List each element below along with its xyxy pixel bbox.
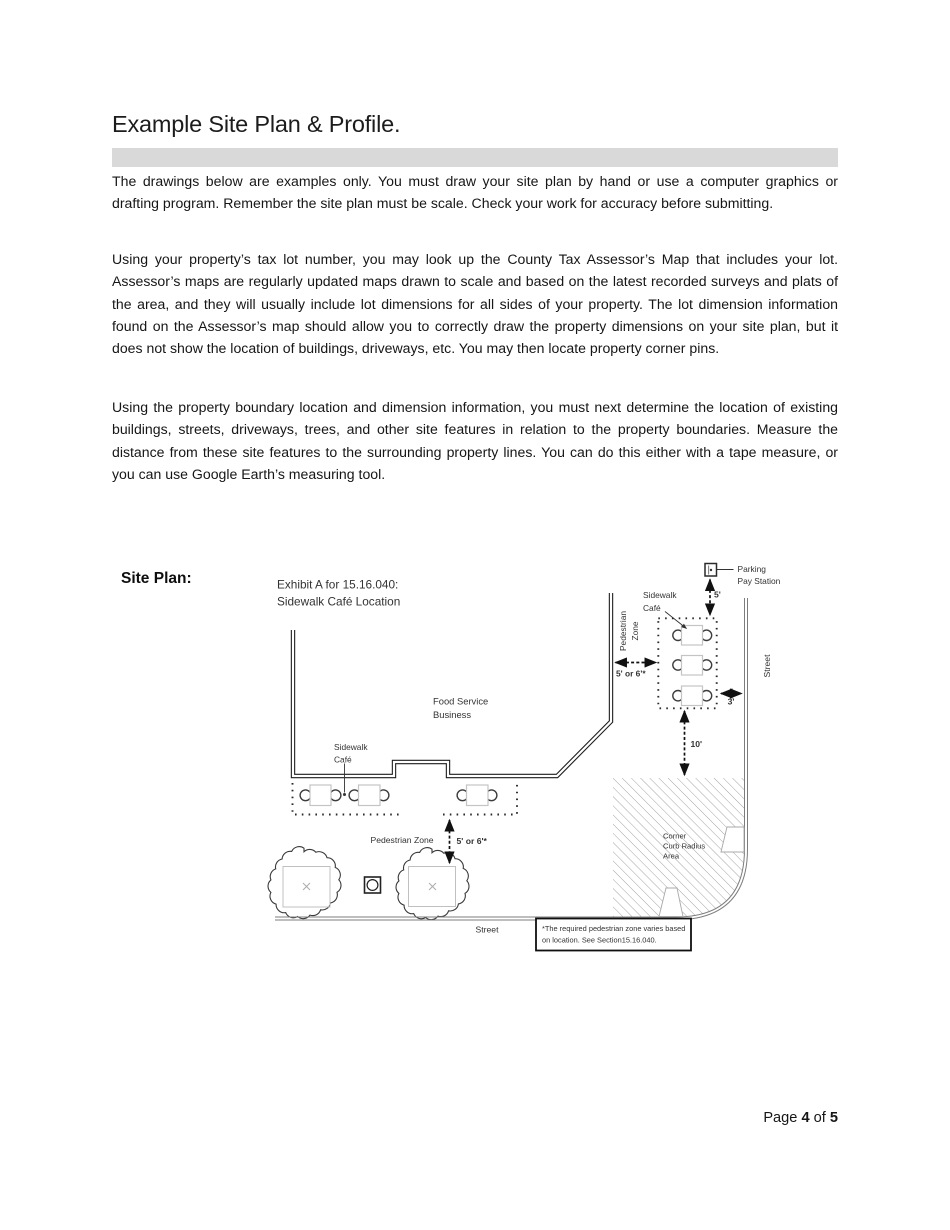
site-plan-heading: Site Plan: [121, 570, 192, 587]
sidewalk-cafe-label-line1: Sidewalk [643, 590, 677, 600]
dim-5or6-upper-label: 5' or 6'* [616, 669, 646, 679]
street-planter [363, 876, 382, 894]
paragraph-1: The drawings below are examples only. Yo… [112, 173, 838, 212]
tree-center-mark [302, 882, 437, 891]
curb-ramp [658, 826, 745, 917]
note-text-line2: on location. See Section15.16.040. [542, 936, 657, 945]
parking-label-line2: Pay Station [738, 576, 781, 586]
footer-separator: of [809, 1110, 830, 1126]
page-title: Example Site Plan & Profile. [112, 111, 401, 137]
cafe-table [680, 624, 704, 707]
cafe-table-group-bottom [299, 784, 498, 807]
pedestrian-zone-lower-label: Pedestrian Zone [370, 835, 433, 845]
food-service-label-line1: Food Service [433, 696, 488, 707]
food-service-label-line2: Business [433, 709, 471, 720]
street-tree [395, 847, 470, 921]
site-plan-diagram: Exhibit A for 15.16.040: Sidewalk Café L… [267, 562, 781, 952]
leader-end-dot [343, 793, 346, 796]
parking-pay-station-icon [704, 562, 734, 577]
tree-planter-square [282, 866, 456, 908]
chair [672, 629, 713, 702]
pedestrian-zone-vertical-line1: Pedestrian [618, 611, 628, 651]
corner-curb-radius-area [613, 778, 744, 918]
footer-page-number: 4 [801, 1110, 810, 1126]
building-outline [290, 593, 614, 779]
dim-5ft-label: 5' [714, 590, 721, 600]
pedestrian-zone-vertical-line2: Zone [630, 621, 640, 640]
cafe-boundary-dotted [291, 617, 718, 816]
note-text-line1: *The required pedestrian zone varies bas… [542, 924, 685, 933]
dim-10ft-label: 10' [691, 739, 703, 749]
parking-label-line1: Parking [738, 564, 767, 574]
page-footer: Page 4 of 5 [112, 1110, 838, 1126]
corner-curb-label-line1: Corner [663, 832, 687, 841]
street-label-bottom: Street [476, 925, 500, 935]
street-label-right: Street [762, 654, 772, 678]
sidewalk-cafe-lower-label-line1: Sidewalk [334, 742, 368, 752]
paragraph-3: Using the property boundary location and… [112, 399, 838, 482]
dimension-arrow [444, 578, 743, 865]
paragraph-2: Using your property’s tax lot number, yo… [112, 251, 838, 357]
sidewalk-cafe-lower-label-line2: Café [334, 755, 352, 765]
footer-prefix: Page [763, 1110, 802, 1126]
note-box [535, 917, 692, 952]
exhibit-title-line1: Exhibit A for 15.16.040: [277, 578, 398, 592]
corner-curb-label-line3: Area [663, 852, 680, 861]
leader-line [344, 611, 687, 793]
footer-total-pages: 5 [829, 1110, 838, 1126]
dim-3ft-label: 3' [728, 697, 735, 707]
street-tree [267, 846, 342, 920]
dim-5or6-lower-label: 5' or 6'* [457, 836, 488, 846]
cafe-table [309, 784, 489, 807]
exhibit-title-line2: Sidewalk Café Location [277, 595, 400, 609]
corner-curb-label-line2: Curb Radius [663, 842, 705, 851]
cafe-table-group-right [672, 624, 713, 707]
title-divider-bar [112, 148, 838, 167]
sidewalk-cafe-label-line2: Café [643, 603, 661, 613]
